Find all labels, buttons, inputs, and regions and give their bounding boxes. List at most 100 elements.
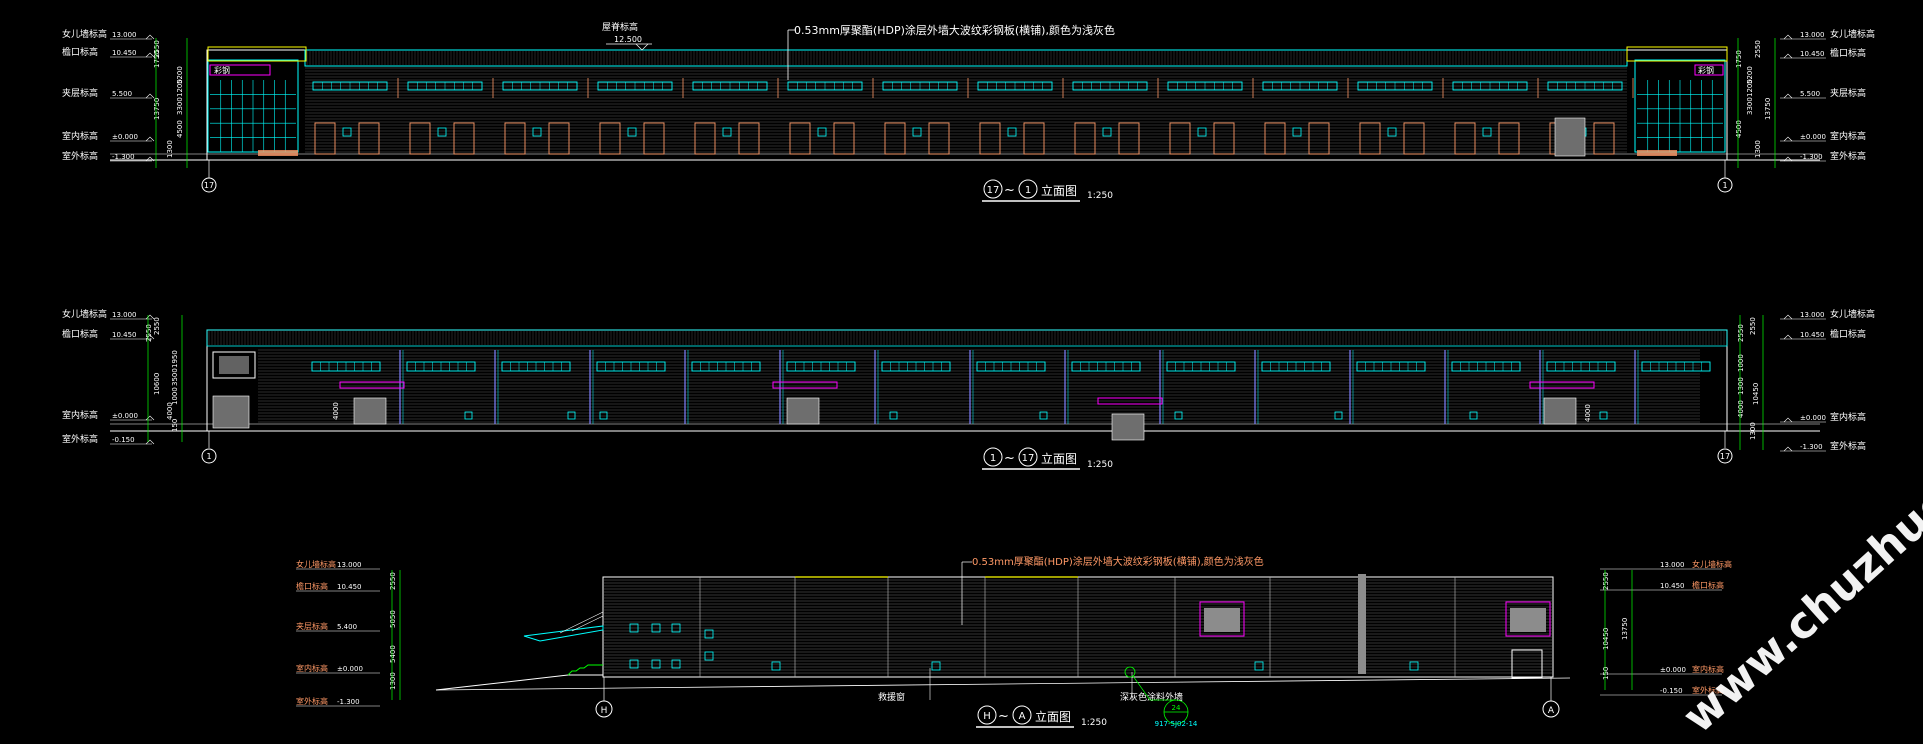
level-triangle	[145, 93, 155, 99]
small-window	[1007, 127, 1017, 137]
level-name: 室外标高	[1830, 150, 1866, 162]
loading-door	[833, 122, 855, 155]
level-triangle	[145, 156, 155, 162]
level-name: 夹层标高	[1830, 87, 1866, 99]
dimension-value: 2550	[153, 317, 161, 335]
elev3-axis-bubble-left	[595, 700, 613, 718]
level-name: 室外标高	[1830, 440, 1866, 452]
elev1-wall-siding	[305, 51, 1627, 153]
level-name: 女儿墙标高	[62, 308, 107, 320]
door-canopy	[339, 381, 405, 389]
level-value: 13.000	[112, 31, 137, 39]
level-value: ±0.000	[1660, 666, 1686, 674]
elev3-title-text: 立面图	[1035, 709, 1071, 724]
level-value: -1.300	[337, 698, 360, 706]
level-value: -0.150	[112, 436, 135, 444]
level-name: 女儿墙标高	[1830, 28, 1875, 40]
level-name: 室内标高	[62, 409, 98, 421]
level-value: 5.500	[112, 90, 132, 98]
elev1-title: 17 ~ 1 立面图 1:250	[982, 179, 1113, 202]
elev1-left-parapet	[207, 46, 307, 62]
small-opening	[464, 411, 473, 420]
dimension-value: 1000	[1737, 354, 1745, 372]
level-name: 檐口标高	[1830, 328, 1866, 340]
small-window	[1292, 127, 1302, 137]
small-window	[629, 623, 639, 633]
level-name: 檐口标高	[296, 581, 328, 591]
level-name: 檐口标高	[62, 46, 98, 58]
dimension-value: 150	[171, 419, 179, 432]
small-window	[722, 127, 732, 137]
dimension-value: 13750	[1621, 618, 1629, 640]
elev1-title-to: 1	[1025, 185, 1031, 196]
elev3-canopy-brace-2	[571, 615, 604, 632]
elev2-title-text: 立面图	[1041, 451, 1077, 466]
level-name: 室外标高	[296, 696, 328, 706]
elev3-axis-bubble-right	[1542, 700, 1560, 718]
elev2-left-stair-tower	[212, 351, 256, 379]
dimension-value: 1300	[1749, 422, 1757, 440]
loading-door	[1264, 122, 1286, 155]
elev1-parapet-band	[304, 49, 1628, 67]
dimension-value: 150	[1602, 667, 1610, 680]
loading-door	[1169, 122, 1191, 155]
elev3-material-note: 0.53mm厚聚酯(HDP)涂层外墙大波纹彩钢板(横铺),颜色为浅灰色	[972, 555, 1264, 568]
elev3-vent-1-inner	[1204, 608, 1240, 632]
elev2-doors-and-openings	[339, 381, 1608, 441]
level-value: -0.150	[1660, 687, 1683, 695]
small-window	[671, 659, 681, 669]
elev2-left-shutter	[212, 395, 250, 429]
elev2-axis-bubble-left	[201, 448, 217, 464]
elev1-title-tilde: ~	[1004, 183, 1015, 198]
small-window	[651, 623, 661, 633]
small-window	[704, 629, 714, 639]
small-window	[1102, 127, 1112, 137]
dimension-value: 3300	[1746, 97, 1754, 115]
elev1-axis-left-label: 17	[204, 181, 214, 190]
dimension-value: 5200	[1746, 66, 1754, 84]
elev1-right-parapet	[1626, 46, 1728, 62]
elev2-title-scale: 1:250	[1087, 460, 1113, 470]
level-triangle	[145, 314, 155, 320]
elev1-title-scale: 1:250	[1087, 191, 1113, 201]
dimension-value: 10450	[1752, 383, 1760, 405]
elev3-vent-2-inner	[1510, 608, 1546, 632]
elev1-right-sign	[1694, 64, 1724, 76]
dimension-value: 1300	[1754, 140, 1762, 158]
elevation-H-to-A: 0.53mm厚聚酯(HDP)涂层外墙大波纹彩钢板(横铺),颜色为浅灰色 救援窗 …	[296, 555, 1732, 728]
elev2-wall-siding	[208, 331, 1725, 423]
dimension-value: 1300	[389, 672, 397, 690]
watermark: www.chuzhuo.com	[1673, 396, 1923, 743]
level-name: 女儿墙标高	[1692, 559, 1732, 569]
level-name: 檐口标高	[62, 328, 98, 340]
small-window	[532, 127, 542, 137]
loading-door	[1498, 122, 1520, 155]
elev3-rescue-window-label: 救援窗	[878, 691, 905, 703]
elev3-small-windows	[629, 623, 1419, 671]
small-window	[817, 127, 827, 137]
dimension-value: 2550	[1749, 317, 1757, 335]
level-triangle	[145, 334, 155, 340]
elev3-downpipe	[1358, 574, 1366, 674]
door-canopy	[1529, 381, 1595, 389]
level-triangle	[1783, 156, 1793, 162]
level-triangle	[1783, 334, 1793, 340]
elev1-left-sign-text: 彩钢	[214, 65, 230, 75]
level-value: -1.300	[112, 153, 135, 161]
small-opening	[1039, 411, 1048, 420]
elev2-title-from: 1	[990, 453, 996, 464]
dimension-value: 4000	[1737, 400, 1745, 418]
door-canopy	[1097, 397, 1163, 405]
level-value: 10.450	[112, 49, 137, 57]
level-triangle	[145, 415, 155, 421]
dimension-value: 1950	[171, 350, 179, 368]
level-triangle	[1783, 34, 1793, 40]
loading-door	[1118, 122, 1140, 155]
loading-door	[1023, 122, 1045, 155]
elev1-left-sign	[209, 64, 271, 76]
